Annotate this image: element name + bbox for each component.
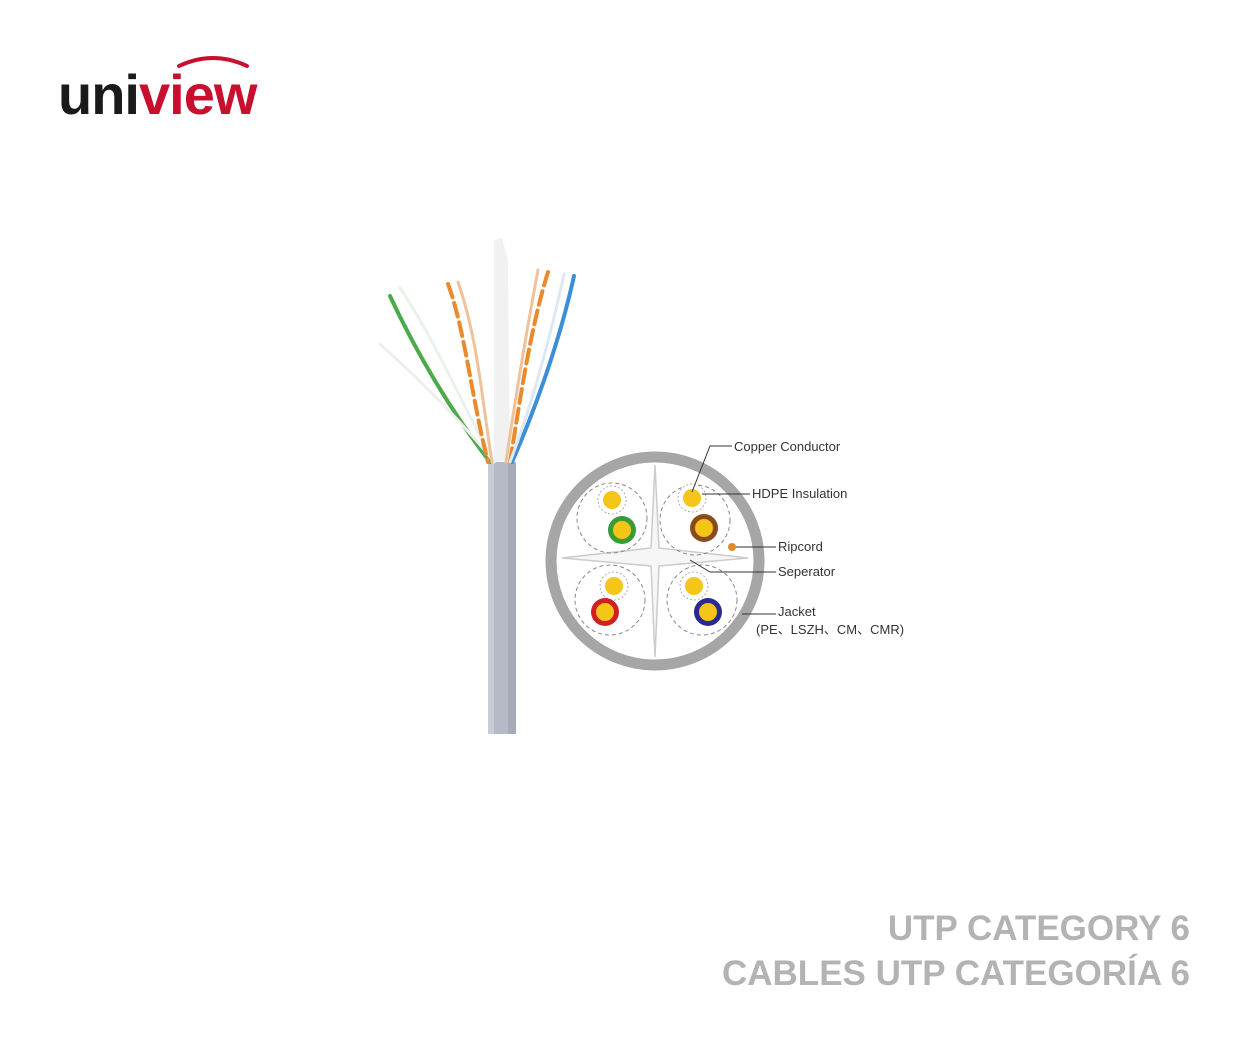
- label-ripcord: Ripcord: [778, 539, 823, 554]
- cross-section: [545, 451, 765, 671]
- label-separator: Seperator: [778, 564, 836, 579]
- label-hdpe-insulation: HDPE Insulation: [752, 486, 847, 501]
- label-jacket-types: (PE、LSZH、CM、CMR): [756, 622, 904, 637]
- ripcord-dot: [728, 543, 736, 551]
- uniview-logo: uniview: [58, 56, 259, 126]
- caption-line-english: UTP CATEGORY 6: [887, 909, 1190, 948]
- filler: [494, 238, 510, 462]
- label-copper-conductor: Copper Conductor: [734, 439, 841, 454]
- leader-lines: [689, 445, 776, 615]
- logo-text-dark: uni: [58, 63, 139, 126]
- product-caption: UTP CATEGORY 6 CABLES UTP CATEGORÍA 6: [722, 906, 1190, 996]
- caption-line-spanish: CABLES UTP CATEGORÍA 6: [721, 954, 1190, 993]
- label-jacket: Jacket: [778, 604, 816, 619]
- cable-body: [488, 462, 516, 734]
- logo-text-accent: view: [139, 63, 258, 126]
- cable-diagram: Copper Conductor HDPE Insulation Ripcord…: [378, 238, 904, 734]
- svg-text:uniview: uniview: [58, 63, 258, 126]
- twisted-pairs: [378, 268, 576, 464]
